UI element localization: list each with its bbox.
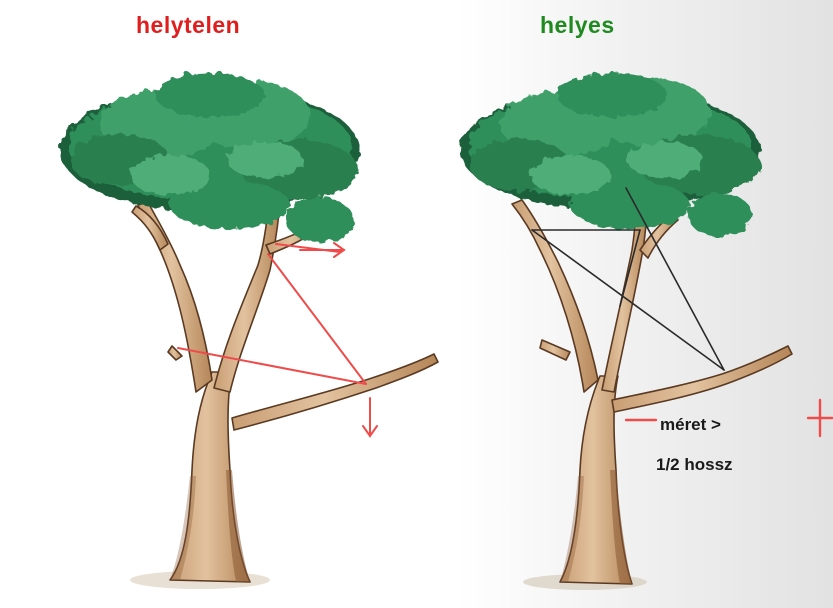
black-line-diagonal-2 xyxy=(625,187,725,371)
black-line-diagonal-1 xyxy=(531,229,725,371)
tree-incorrect-illustration xyxy=(60,73,439,589)
annotation-size-line: méret > xyxy=(660,415,721,434)
red-line-horizontal xyxy=(177,347,367,385)
arrow-right-icon xyxy=(299,242,346,258)
red-line-diagonal xyxy=(267,253,367,385)
arrow-down-icon xyxy=(362,397,378,438)
label-incorrect: helytelen xyxy=(136,12,241,38)
tree-correct-illustration xyxy=(460,73,833,590)
label-correct: helyes xyxy=(540,12,615,38)
annotation-length-line: 1/2 hossz xyxy=(656,455,733,474)
black-line-short xyxy=(619,229,641,307)
